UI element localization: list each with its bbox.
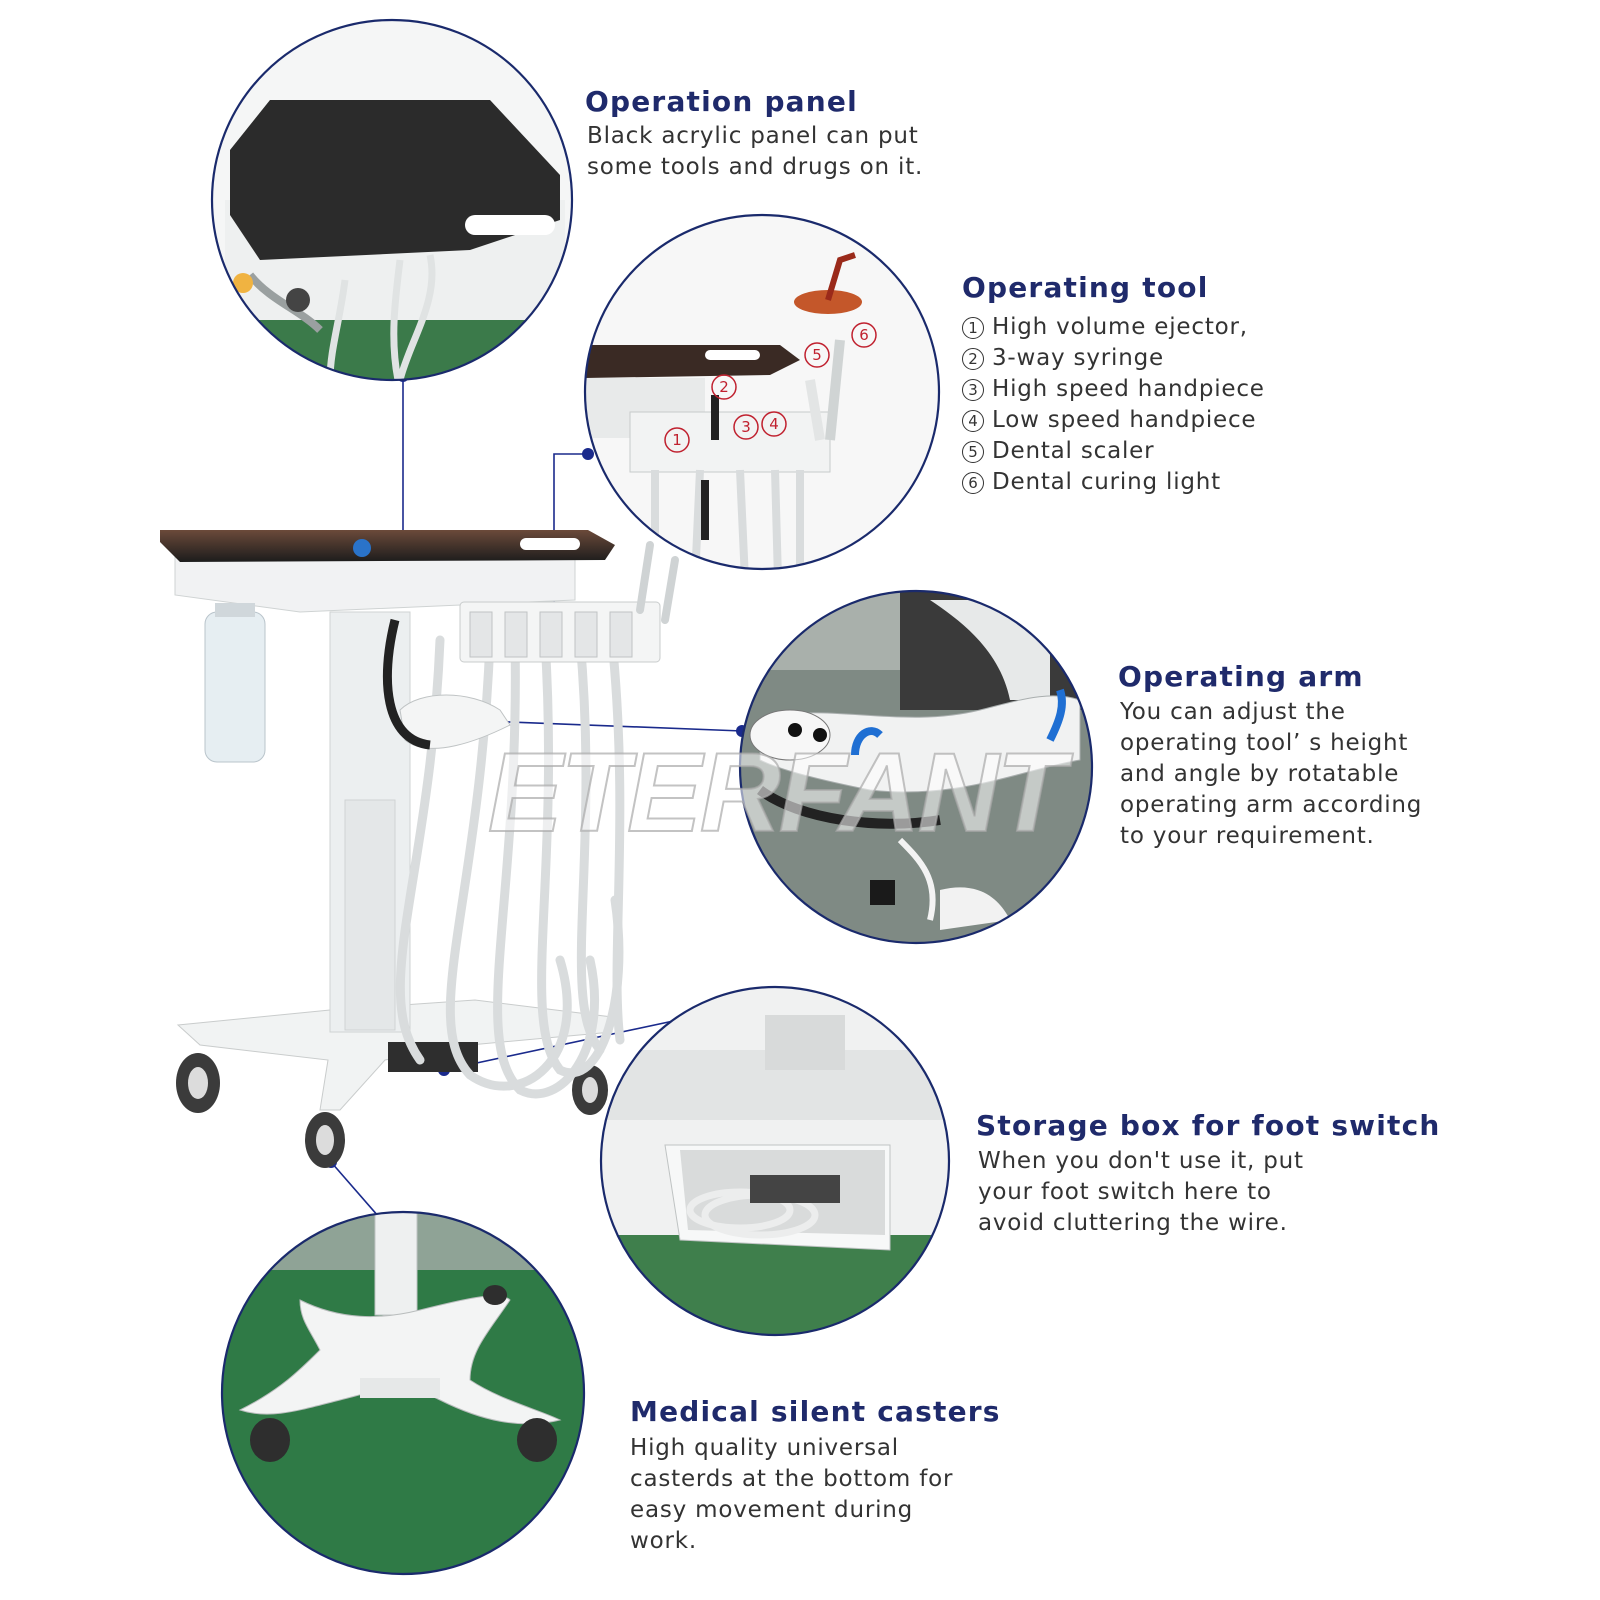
tool-label: High speed handpiece xyxy=(992,376,1265,402)
operating-arm-description: You can adjust the operating tool’ s hei… xyxy=(1120,697,1422,852)
operating-tool-list: 1 High volume ejector, 2 3-way syringe 3 Hi… xyxy=(962,312,1265,498)
tool-item: 4 Low speed handpiece xyxy=(962,405,1265,436)
tool-number-badge: 1 xyxy=(962,316,984,339)
description-line: operating arm according xyxy=(1120,792,1423,818)
tool-number-badge: 3 xyxy=(962,378,984,401)
description-line: You can adjust the xyxy=(1120,699,1346,725)
tool-number-badge: 2 xyxy=(962,347,984,370)
operating-tool-title: Operating tool xyxy=(962,271,1209,304)
description-line: casterds at the bottom for xyxy=(630,1466,954,1492)
photo-label-4: 4 xyxy=(769,415,779,433)
photo-label-3: 3 xyxy=(741,418,751,436)
description-line: some tools and drugs on it. xyxy=(587,154,924,180)
description-line: operating tool’ s height xyxy=(1120,730,1409,756)
operating-tool-photo: 1 2 3 4 5 6 xyxy=(583,213,941,571)
tool-label: Dental curing light xyxy=(992,469,1221,495)
tool-item: 2 3-way syringe xyxy=(962,343,1265,374)
dental-cart xyxy=(160,530,679,1168)
casters-photo xyxy=(220,1210,586,1576)
photo-label-6: 6 xyxy=(859,326,869,344)
description-line: your foot switch here to xyxy=(978,1179,1272,1205)
storage-box-title: Storage box for foot switch xyxy=(976,1109,1441,1142)
description-line: easy movement during xyxy=(630,1497,914,1523)
photo-label-2: 2 xyxy=(719,378,729,396)
photo-label-5: 5 xyxy=(812,346,822,364)
description-line: and angle by rotatable xyxy=(1120,761,1400,787)
description-line: to your requirement. xyxy=(1120,823,1375,849)
tool-item: 1 High volume ejector, xyxy=(962,312,1265,343)
tool-item: 5 Dental scaler xyxy=(962,436,1265,467)
tool-number-badge: 5 xyxy=(962,440,984,463)
photo-label-1: 1 xyxy=(672,431,682,449)
operation-panel-description: Black acrylic panel can put some tools a… xyxy=(587,121,923,183)
casters-title: Medical silent casters xyxy=(630,1395,1001,1428)
tool-label: Dental scaler xyxy=(992,438,1155,464)
description-line: work. xyxy=(630,1528,697,1554)
description-line: avoid cluttering the wire. xyxy=(978,1210,1288,1236)
description-line: Black acrylic panel can put xyxy=(587,123,919,149)
operation-panel-photo xyxy=(210,18,574,382)
operating-arm-title: Operating arm xyxy=(1118,660,1364,693)
tool-item: 6 Dental curing light xyxy=(962,467,1265,498)
tool-label: 3-way syringe xyxy=(992,345,1164,371)
tool-number-badge: 6 xyxy=(962,471,984,494)
watermark-text: ETERFANT xyxy=(487,729,1066,856)
description-line: High quality universal xyxy=(630,1435,899,1461)
tool-item: 3 High speed handpiece xyxy=(962,374,1265,405)
description-line: When you don't use it, put xyxy=(978,1148,1304,1174)
storage-box-description: When you don't use it, put your foot swi… xyxy=(978,1146,1304,1239)
casters-description: High quality universal casterds at the b… xyxy=(630,1433,953,1557)
tool-label: High volume ejector, xyxy=(992,314,1248,340)
storage-box-photo xyxy=(599,985,951,1337)
tool-number-badge: 4 xyxy=(962,409,984,432)
tool-label: Low speed handpiece xyxy=(992,407,1257,433)
operation-panel-title: Operation panel xyxy=(585,85,858,118)
